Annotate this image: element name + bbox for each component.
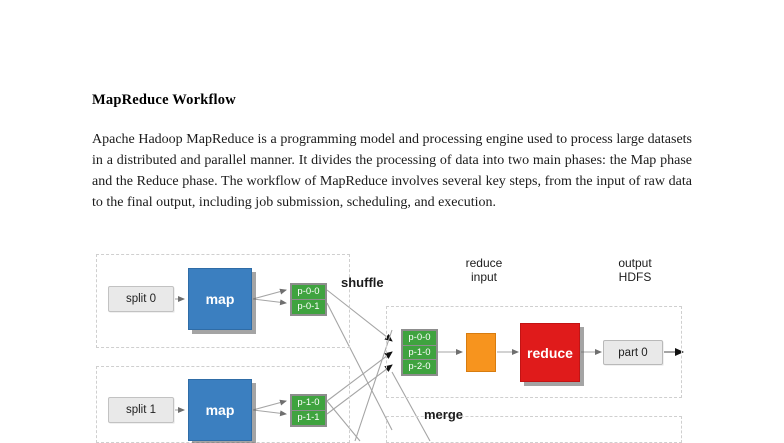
partition-cell: p-1-0: [403, 345, 436, 361]
split-1-label: split 1: [125, 404, 157, 416]
split-0-box[interactable]: split 0: [108, 286, 174, 312]
reduce-label: reduce: [527, 344, 573, 361]
reduce-buffer-box[interactable]: [466, 333, 496, 372]
output-hdfs-label: output HDFS: [618, 256, 652, 284]
document-paragraph: Apache Hadoop MapReduce is a programming…: [92, 132, 692, 210]
partition-cell: p-0-1: [292, 300, 325, 314]
partition-cell: p-1-0: [292, 396, 325, 411]
map-0-box[interactable]: map: [188, 268, 252, 330]
map-1-partitions[interactable]: p-1-0 p-1-1: [290, 394, 327, 427]
map-1-box[interactable]: map: [188, 379, 252, 441]
map-0-label: map: [205, 291, 235, 307]
split-0-label: split 0: [125, 293, 157, 305]
reduce-row-container: [386, 306, 682, 398]
output-part-0-label: part 0: [618, 346, 648, 359]
reduce-input-label: reduce input: [465, 256, 503, 284]
map-0-partitions[interactable]: p-0-0 p-0-1: [290, 283, 327, 316]
partition-cell: p-0-0: [292, 285, 325, 300]
split-1-box[interactable]: split 1: [108, 397, 174, 423]
output-part-0-box[interactable]: part 0: [603, 340, 663, 365]
partition-cell: p-0-0: [403, 331, 436, 346]
partition-cell: p-1-1: [292, 411, 325, 425]
merged-partitions[interactable]: p-0-0 p-1-0 p-2-0: [401, 329, 438, 376]
map-row-0-container: [96, 254, 350, 348]
partition-cell: p-2-0: [403, 360, 436, 375]
page-title: MapReduce Workflow: [92, 92, 236, 108]
document-text-block: MapReduce Workflow Apache Hadoop MapRedu…: [92, 92, 692, 213]
merge-label: merge: [424, 407, 464, 422]
reduce-box[interactable]: reduce: [520, 323, 580, 382]
map-1-label: map: [205, 402, 235, 418]
shuffle-label: shuffle: [341, 275, 384, 290]
